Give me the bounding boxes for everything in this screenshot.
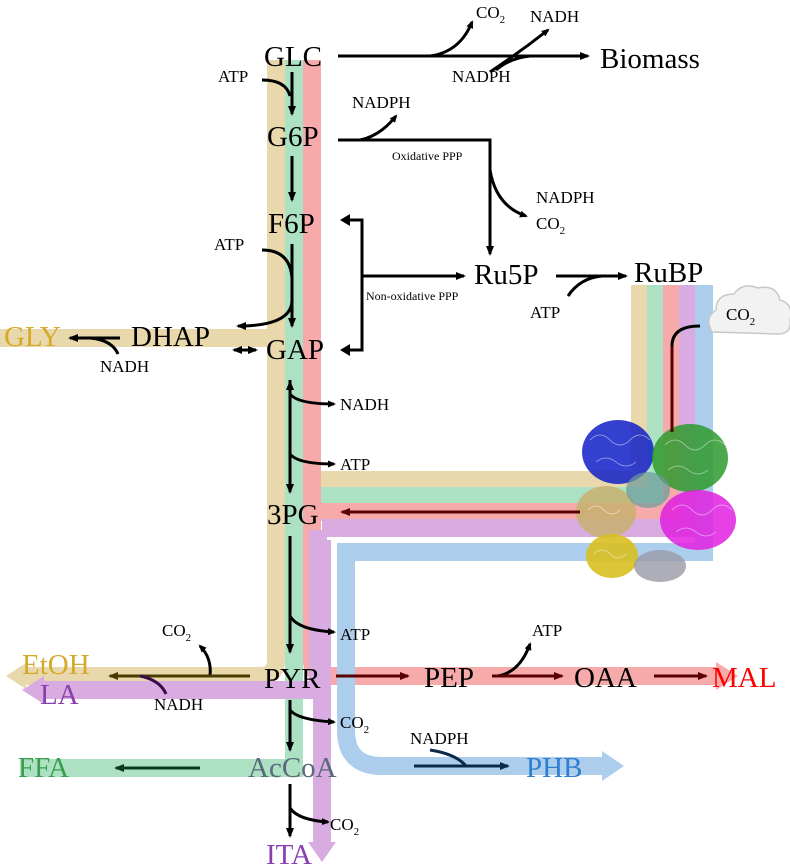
- metabolite-oaa: OAA: [574, 662, 637, 694]
- metabolite-rubp: RuBP: [634, 257, 703, 289]
- cofactor-atp-f6p: ATP: [214, 235, 244, 254]
- band-phb-arrowhead: [602, 751, 624, 781]
- arrow-atp-glc: [261, 78, 292, 97]
- label-oxidative-ppp: Oxidative PPP: [392, 149, 463, 163]
- metabolite-gly: GLY: [4, 321, 61, 353]
- arrow-co2-pyr: [288, 708, 336, 726]
- cofactor-nadh-biomass: NADH: [530, 7, 579, 26]
- metabolite-pep: PEP: [424, 662, 474, 694]
- cofactor-nadph-phb: NADPH: [410, 729, 469, 748]
- cofactor-atp-glc: ATP: [218, 67, 248, 86]
- metabolite-phb: PHB: [526, 752, 582, 784]
- arrow-nadph-phb: [429, 748, 468, 768]
- metabolite-ffa: FFA: [18, 752, 69, 784]
- cofactor-co2-pyr: CO2: [340, 713, 369, 736]
- arrow-co2-biomass: [429, 20, 474, 58]
- metabolite-biomass: Biomass: [600, 43, 700, 75]
- arrow-atp-ru5p: [566, 274, 603, 297]
- metabolite-gap: GAP: [266, 334, 324, 366]
- metabolite-g6p: G6P: [267, 121, 319, 153]
- metabolite-la: LA: [40, 679, 79, 711]
- cofactor-atp-pyr: ATP: [340, 625, 370, 644]
- arrow-atp-gap: [288, 452, 336, 468]
- arrow-co2-etoh: [198, 644, 212, 677]
- arrow-atp-f6p: [261, 248, 294, 279]
- arrow-atp-pyr: [288, 615, 336, 636]
- cofactor-co2-ita: CO2: [330, 815, 359, 838]
- cofactor-co2-etoh: CO2: [162, 621, 191, 644]
- cofactor-co2-biomass: CO2: [476, 3, 505, 26]
- band-ita-arrowhead: [308, 842, 336, 862]
- arrow-co2-ita: [288, 807, 330, 826]
- metabolite-mal: MAL: [712, 662, 776, 694]
- cofactor-nadh-gap: NADH: [340, 395, 389, 414]
- metabolite-dhap: DHAP: [131, 321, 210, 353]
- band-mal-arrowhead: [716, 662, 738, 690]
- arrow-nadh-la: [139, 674, 168, 695]
- metabolite-ita: ITA: [266, 839, 312, 868]
- arrow-oxidative-ppp: [338, 138, 494, 256]
- arrow-nadh-gly: [89, 336, 120, 355]
- arrow-nadh-biomass: [489, 28, 550, 74]
- cofactor-nadph-g6p: NADPH: [352, 93, 411, 112]
- metabolite-f6p: F6P: [268, 208, 315, 240]
- band-la-arrowhead: [22, 676, 44, 704]
- arrow-nadph-g6p: [359, 114, 398, 142]
- band-ffa: [20, 60, 303, 777]
- cofactor-atp-pep: ATP: [532, 621, 562, 640]
- cofactor-nadh-la: NADH: [154, 695, 203, 714]
- arrow-nadph-biomass: [495, 54, 531, 72]
- metabolite-glc: GLC: [264, 41, 322, 73]
- arrow-nadh-gap: [288, 392, 336, 408]
- cofactor-atp-ru5p: ATP: [530, 303, 560, 322]
- cofactor-atp-gap: ATP: [340, 455, 370, 474]
- cofactor-nadph-ppp: NADPH: [536, 188, 595, 207]
- band-gly-etoh: [20, 60, 285, 685]
- arrow-co2-fixation: [670, 324, 701, 347]
- arrow-f6p-dhap: [236, 299, 294, 330]
- cofactor-nadph-biomass: NADPH: [452, 67, 511, 86]
- cofactor-co2-cloud: CO2: [726, 305, 755, 328]
- metabolite-pyr: PYR: [264, 663, 321, 695]
- metabolite-accoa: AcCoA: [248, 752, 337, 784]
- metabolite-3pg: 3PG: [267, 499, 319, 531]
- band-etoh-arrowhead: [6, 663, 26, 689]
- metabolite-ru5p: Ru5P: [474, 259, 538, 291]
- rubisco-protein-structure: [576, 420, 736, 582]
- cofactor-co2-ppp: CO2: [536, 214, 565, 237]
- arrow-non-oxidative-ppp: [346, 218, 364, 352]
- cofactor-nadh-gly: NADH: [100, 357, 149, 376]
- band-phb: [337, 285, 713, 775]
- metabolite-etoh: EtOH: [22, 649, 90, 681]
- arrow-nadph-ppp: [488, 169, 528, 218]
- label-non-oxidative-ppp: Non-oxidative PPP: [366, 289, 459, 303]
- cloud-icon: [708, 285, 790, 335]
